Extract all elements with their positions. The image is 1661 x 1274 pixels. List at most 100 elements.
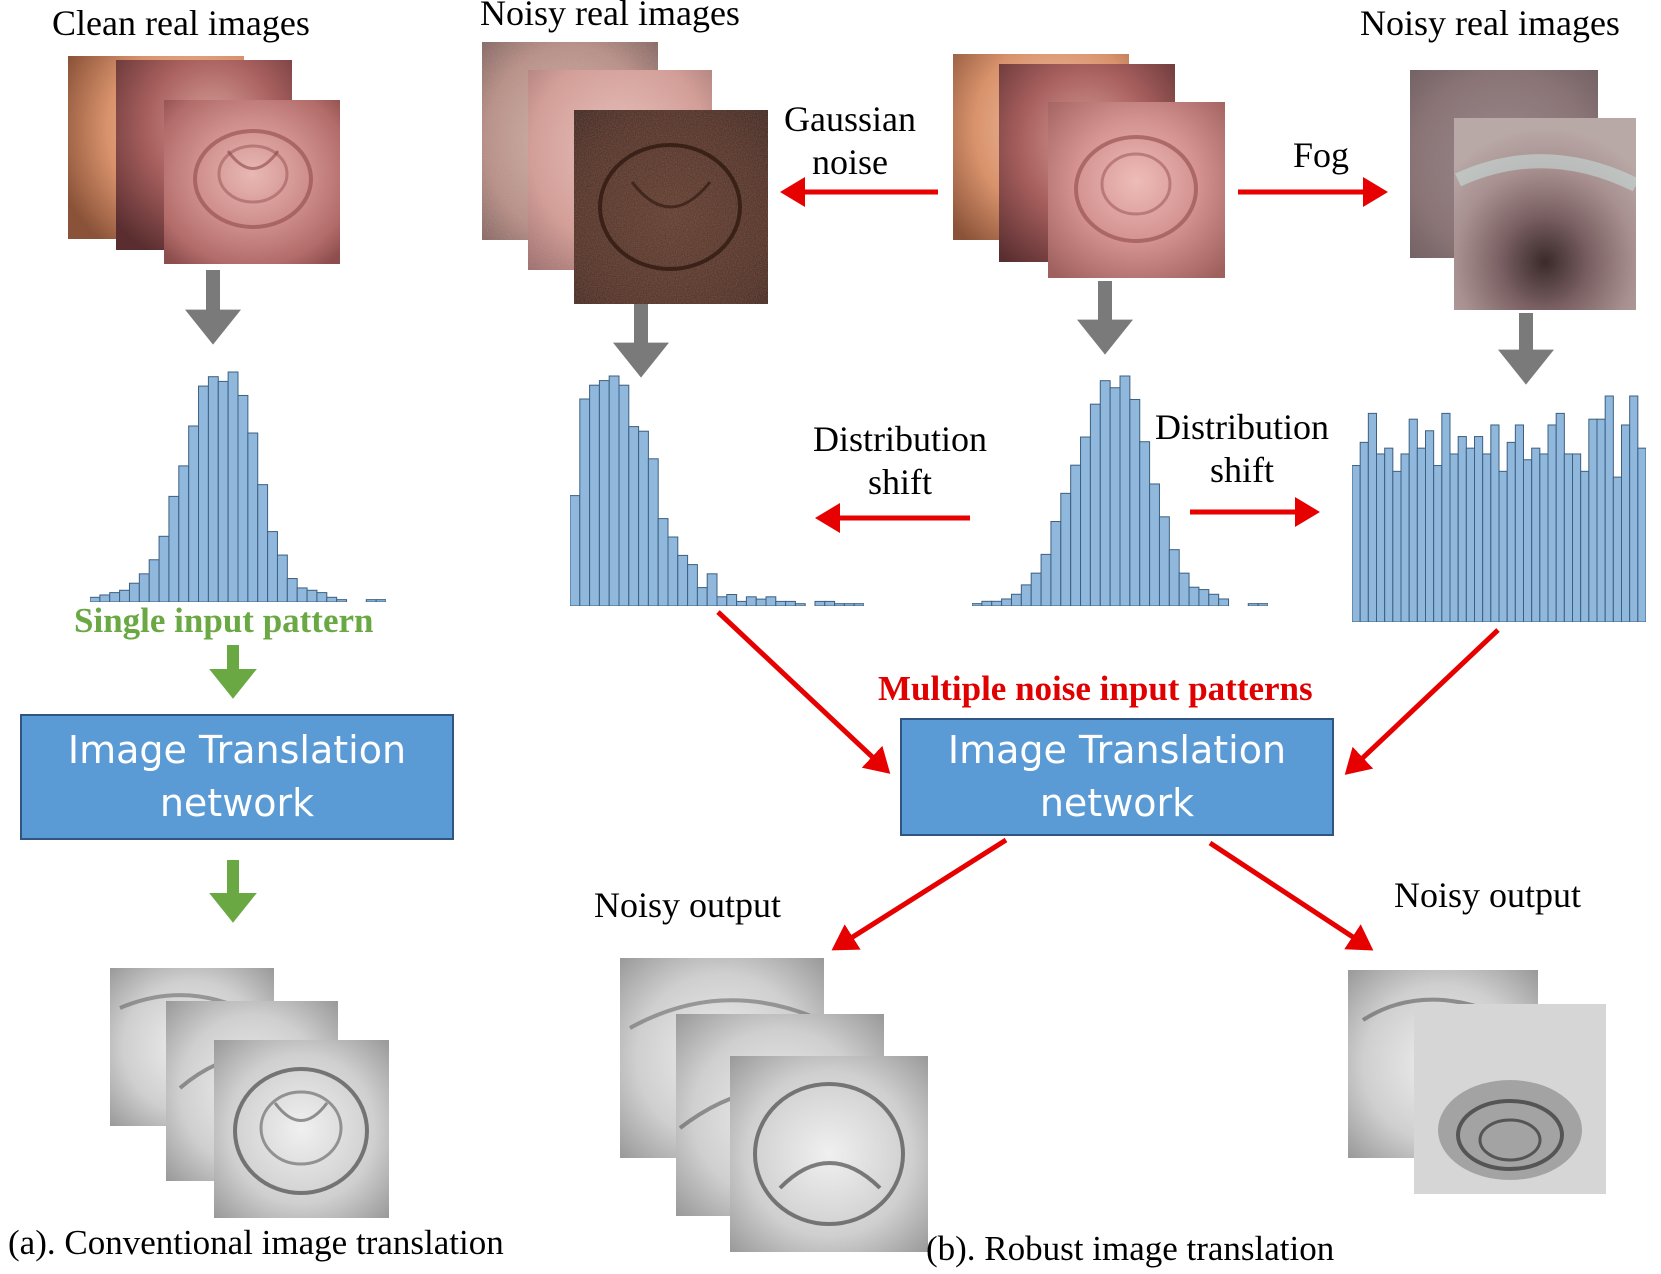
histogram-bar xyxy=(1531,447,1541,622)
histogram-bar xyxy=(1099,380,1111,606)
histogram-bar xyxy=(1621,424,1631,622)
output-image-stack-left xyxy=(110,968,389,1218)
histogram-bar xyxy=(972,603,983,606)
noisy-real-images-left-label: Noisy real images xyxy=(480,0,740,33)
histogram-bar xyxy=(765,596,777,606)
histogram-bar xyxy=(775,600,787,606)
arrow-red-gauss-to-net xyxy=(716,610,891,774)
histogram-bar xyxy=(1168,549,1180,606)
histogram-bar xyxy=(1408,418,1418,622)
histogram-bar xyxy=(667,536,679,606)
histogram-bar xyxy=(1465,447,1476,622)
histogram-bar xyxy=(1588,418,1598,622)
histogram-bar xyxy=(1441,412,1451,622)
histogram-bar xyxy=(1506,441,1516,622)
histogram-bar xyxy=(1060,492,1072,606)
histogram-fog xyxy=(1352,395,1646,622)
noisy-output-right-label: Noisy output xyxy=(1394,875,1582,915)
histogram-bar xyxy=(843,603,855,606)
distribution-shift-right-label: Distribution shift xyxy=(1142,406,1342,492)
histogram-bar xyxy=(618,384,630,606)
histogram-bar xyxy=(247,432,259,602)
output-image-stack-middle xyxy=(620,958,928,1252)
histogram-bar xyxy=(1612,476,1622,622)
histogram-bar xyxy=(814,600,826,606)
fog-image-stack xyxy=(1410,70,1636,310)
gaussian-noise-label: Gaussian noise xyxy=(770,98,930,184)
histogram-bar xyxy=(1514,424,1525,622)
histogram-bar xyxy=(991,600,1003,606)
histogram-bar xyxy=(1020,584,1032,606)
histogram-bar xyxy=(981,600,993,606)
histogram-bar xyxy=(638,430,649,606)
histogram-bar xyxy=(168,495,180,602)
histogram-bar xyxy=(755,598,767,606)
histogram-bar xyxy=(1089,403,1101,606)
histogram-bar xyxy=(647,458,659,606)
histogram-bar xyxy=(1198,589,1210,606)
histogram-bar xyxy=(589,384,600,606)
histogram-bar xyxy=(1030,572,1042,606)
caption-a: (a). Conventional image translation xyxy=(8,1223,504,1262)
histogram-bar xyxy=(138,573,150,602)
histogram-bar xyxy=(824,600,836,606)
histogram-clean-center xyxy=(972,375,1268,606)
histogram-bar xyxy=(579,398,591,606)
histogram-bar xyxy=(1449,453,1459,622)
histogram-bar xyxy=(227,371,239,602)
gaussian-noise-line2: noise xyxy=(812,142,888,183)
caption-b: (b). Robust image translation xyxy=(926,1229,1335,1268)
histogram-bar xyxy=(657,518,669,606)
network-left-line1: Image Translation xyxy=(67,727,407,772)
histogram-bar xyxy=(794,603,806,606)
histogram-bar xyxy=(158,535,170,602)
histogram-bar xyxy=(1523,459,1533,622)
histogram-bar xyxy=(1425,430,1435,622)
center-clean-image-stack xyxy=(953,54,1225,278)
histogram-bar xyxy=(716,596,728,606)
histogram-bar xyxy=(148,559,160,602)
histogram-bar xyxy=(570,495,581,606)
histogram-bar xyxy=(1637,447,1646,622)
histogram-bar xyxy=(1070,464,1082,606)
gaussian-noisy-image-stack xyxy=(482,42,768,304)
histogram-bar xyxy=(1010,593,1022,606)
network-right-line2: network xyxy=(1039,781,1195,825)
arrow-red-net-to-out-right xyxy=(1208,840,1374,951)
histogram-bar xyxy=(1563,453,1574,622)
histogram-bar xyxy=(375,599,386,602)
gaussian-noise-line1: Gaussian xyxy=(784,99,916,139)
histogram-bar xyxy=(178,465,190,602)
histogram-bar xyxy=(1572,453,1582,622)
histogram-bar xyxy=(188,425,200,602)
histogram-bar xyxy=(696,587,708,606)
histogram-bar xyxy=(628,426,640,606)
histogram-bar xyxy=(1392,470,1402,622)
histogram-bar xyxy=(1384,447,1394,622)
histogram-bar xyxy=(1555,412,1565,622)
histogram-bar xyxy=(745,596,757,606)
histogram-bar xyxy=(1158,516,1170,606)
clean-real-images-label: Clean real images xyxy=(52,3,310,43)
histogram-bar xyxy=(1247,603,1259,606)
histogram-bar xyxy=(598,380,610,606)
histogram-bar xyxy=(608,375,620,606)
histogram-bar xyxy=(1352,465,1361,622)
histogram-bar xyxy=(706,573,718,606)
image-translation-network-left: Image Translation network xyxy=(20,714,454,840)
histogram-bar xyxy=(1257,603,1268,606)
histogram-bar xyxy=(1218,598,1230,606)
histogram-bar xyxy=(1400,453,1410,622)
histogram-bar xyxy=(1547,424,1557,622)
histogram-bar xyxy=(1367,412,1377,622)
network-right-line1: Image Translation xyxy=(947,727,1287,772)
histogram-bar xyxy=(1376,453,1386,622)
histogram-bar xyxy=(207,376,219,602)
distribution-shift-left-line1: Distribution xyxy=(812,419,987,459)
arrow-red-net-to-out-left xyxy=(831,837,1008,951)
distribution-shift-right-line2: shift xyxy=(1209,450,1274,491)
fog-label: Fog xyxy=(1293,135,1350,175)
histogram-bar xyxy=(1416,447,1427,622)
histogram-bar xyxy=(1580,470,1590,622)
